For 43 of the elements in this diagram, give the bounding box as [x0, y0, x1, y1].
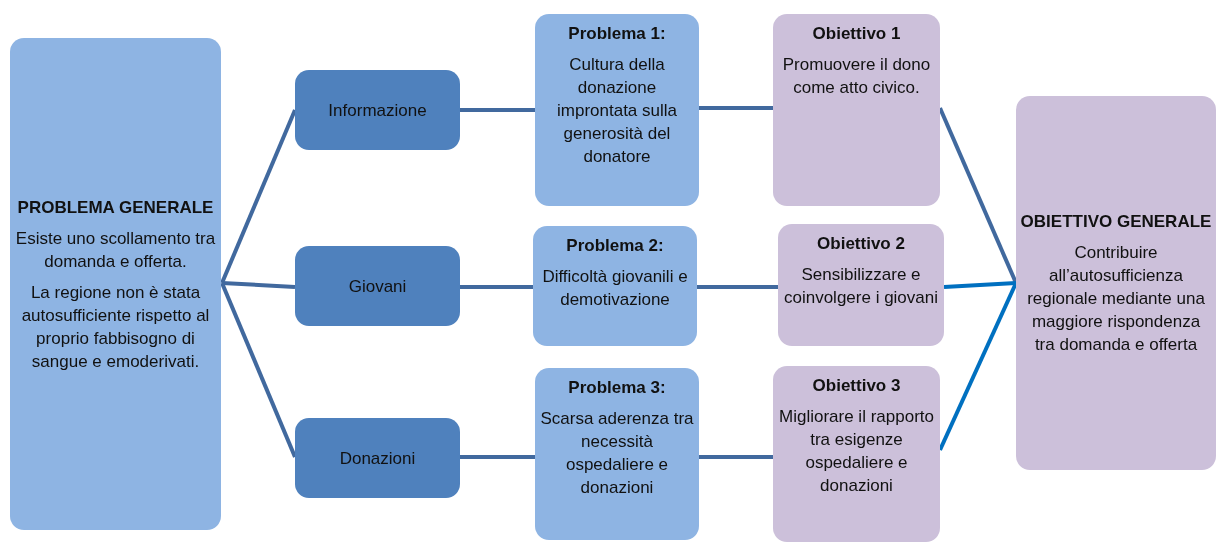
connector-line [699, 455, 773, 459]
problem-box [535, 368, 699, 540]
objective-box [778, 224, 944, 346]
node-heading: Problema 1: [568, 23, 666, 45]
connector-line [460, 455, 535, 459]
connector-line [697, 285, 778, 289]
connector-line [221, 281, 296, 289]
node-heading: Obiettivo 1 [812, 23, 901, 45]
connector-line [460, 108, 535, 112]
node-text: Promuovere il dono come atto civico. [781, 54, 932, 99]
connector-line [938, 107, 1018, 284]
node-text: Contribuire all’autosufficienza regionale mediante una maggiore rispondenza tra domanda e offerta [1026, 242, 1206, 356]
connector-line [943, 281, 1017, 289]
problem-box [535, 14, 699, 206]
objective-box [773, 14, 940, 206]
node-heading: Problema 3: [568, 377, 666, 399]
connector-line [460, 285, 533, 289]
theme-box [295, 418, 460, 498]
node-text: La regione non è stata autosufficiente rispetto al proprio fabbisogno di sangue e emoderivati. [20, 281, 211, 373]
node-text: Difficoltà giovanili e demotivazione [541, 266, 689, 311]
general-problem-box [10, 38, 221, 530]
node-text: Migliorare il rapporto tra esigenze ospedaliere e donazioni [778, 406, 935, 497]
node-label: Donazioni [339, 447, 416, 470]
node-heading: Obiettivo 2 [817, 233, 905, 255]
node-heading: Obiettivo 3 [812, 375, 901, 397]
node-label: Giovani [348, 275, 407, 298]
objective-box [773, 366, 940, 542]
connector-line [699, 106, 773, 110]
node-heading: Problema 2: [566, 235, 664, 257]
general-objective-box [1016, 96, 1216, 470]
problem-box [533, 226, 697, 346]
node-text: Esiste uno scollamento tra domanda e offerta. [14, 227, 217, 273]
connector-line [938, 282, 1018, 451]
node-text: Cultura della donazione improntata sulla generosità del donatore [556, 54, 678, 168]
node-text: Sensibilizzare e coinvolgere i giovani [782, 264, 939, 309]
connector-line [220, 109, 297, 284]
node-heading: OBIETTIVO GENERALE [1020, 211, 1212, 233]
node-text: Scarsa aderenza tra necessità ospedaliere e donazioni [539, 408, 695, 499]
node-heading: PROBLEMA GENERALE [17, 196, 214, 219]
theme-box [295, 70, 460, 150]
theme-box [295, 246, 460, 326]
connector-line [220, 282, 297, 458]
node-label: Informazione [328, 99, 427, 122]
